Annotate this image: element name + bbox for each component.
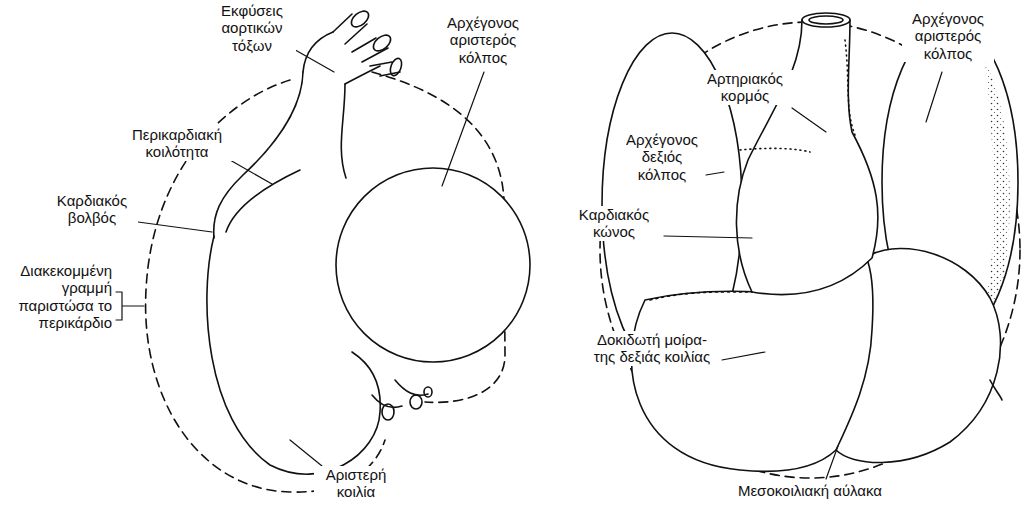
dotted-contour: [845, 40, 855, 135]
vein-stub: [410, 395, 422, 409]
dotted-contour: [650, 292, 752, 300]
aortic-arch-stub: [388, 57, 404, 77]
vein-stub: [424, 387, 432, 397]
callout-label: Εκφύσεις αορτικών τόξων: [208, 2, 296, 54]
vein-stub: [382, 404, 394, 420]
left-atrium: [336, 168, 530, 362]
aortic-arch-stub: [348, 8, 371, 30]
callout-label: Δοκιδωτή μοίρα- της δεξιάς κοιλίας: [589, 331, 715, 366]
truncus-opening: [809, 16, 843, 24]
callout-label: Αριστερή κοιλία: [314, 466, 398, 501]
callout-label: Καρδιακός βολβός: [46, 192, 138, 227]
dotted-contour: [740, 148, 810, 152]
callout-label: Περικαρδιακή κοιλότητα: [120, 126, 234, 161]
leader-lines: [116, 47, 942, 479]
aortic-arch-stub: [370, 32, 393, 54]
aortic-arch-stub: [333, 14, 400, 76]
callout-label: Μεσοκοιλιακή αύλακα: [710, 482, 910, 499]
detail-stroke: [990, 380, 1002, 400]
callout-label: Καρδιακός κώνος: [568, 206, 660, 241]
callout-label: Αρτηριακός κορμός: [696, 70, 794, 105]
interventricular-groove: [836, 262, 873, 450]
truncus-opening: [802, 13, 850, 27]
callout-label: Αρχέγονος αριστερός κόλπος: [902, 10, 994, 62]
callout-label: Αρχέγονος αριστερός κόλπος: [437, 14, 529, 66]
vein-stub: [372, 380, 428, 407]
bulbus-outline: [341, 84, 346, 178]
callout-label: Διακεκομμένη γραμμή παριστώσα το περικάρ…: [6, 262, 114, 331]
conus-truncus: [736, 20, 877, 295]
callout-label: Αρχέγονος δεξιός κόλπος: [620, 131, 704, 183]
